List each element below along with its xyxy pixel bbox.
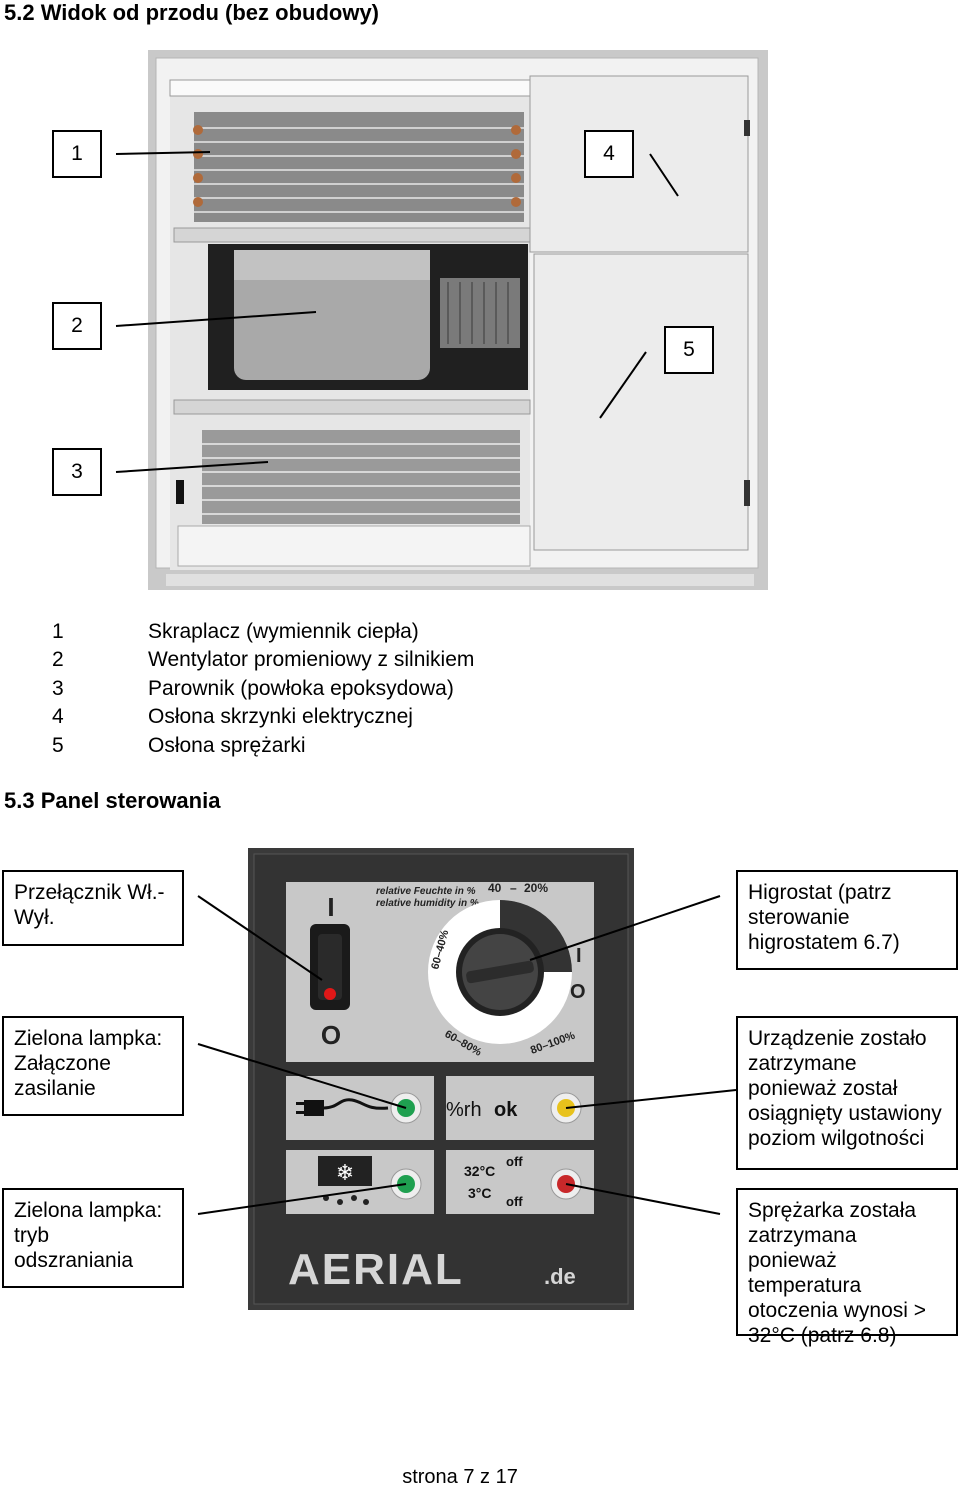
plug-icon: [296, 1098, 389, 1116]
legend-text: Parownik (powłoka epoksydowa): [148, 676, 454, 700]
legend-item: 3 Parownik (powłoka epoksydowa): [52, 675, 474, 703]
callout-humidity-lamp: Urządzenie zostało zatrzymane ponieważ z…: [736, 1016, 958, 1170]
humidity-label-de: relative Feuchte in %: [376, 886, 476, 897]
humidity-label-en: relative humidity in %: [376, 898, 479, 909]
marker-5: 5: [664, 326, 714, 374]
marker-3: 3: [52, 448, 102, 496]
legend-text: Wentylator promieniowy z silnikiem: [148, 648, 475, 672]
dial-dash: –: [510, 881, 517, 895]
marker-4: 4: [584, 130, 634, 178]
component-legend: 1 Skraplacz (wymiennik ciepła) 2 Wentylato…: [52, 618, 474, 760]
callout-defrost-lamp: Zielona lampka: tryb odszraniania: [2, 1188, 184, 1288]
legend-item: 1 Skraplacz (wymiennik ciepła): [52, 618, 474, 646]
svg-text:❄: ❄: [336, 1160, 354, 1185]
callout-compressor-lamp: Sprężarka została zatrzymana ponieważ te…: [736, 1188, 958, 1347]
marker-2: 2: [52, 302, 102, 350]
temp-high-off: off: [506, 1154, 523, 1169]
switch-off-symbol: O: [321, 1020, 341, 1050]
unit-front-photo: [148, 50, 768, 590]
legend-text: Osłona sprężarki: [148, 733, 306, 757]
section-title-control-panel: 5.3 Panel sterowania: [4, 788, 221, 813]
legend-number: 2: [52, 648, 64, 672]
legend-item: 2 Wentylator promieniowy z silnikiem: [52, 646, 474, 674]
brand-logo: AERIAL: [288, 1245, 464, 1294]
dial-off-symbol: O: [570, 981, 586, 1003]
temp-low: 3°C: [468, 1185, 492, 1201]
temp-high: 32°C: [464, 1163, 495, 1179]
panel-leader-lines: [197, 895, 737, 1215]
callout-hygrostat: Higrostat (patrz sterowanie higrostatem …: [736, 870, 958, 970]
legend-item: 5 Osłona sprężarki: [52, 732, 474, 760]
dial-40: 40: [488, 881, 502, 895]
legend-number: 1: [52, 620, 64, 643]
legend-number: 4: [52, 705, 64, 729]
temp-low-off: off: [506, 1194, 523, 1209]
page-number: strona 7 z 17: [402, 1466, 518, 1488]
front-leader-lines: [115, 151, 679, 473]
callout-power-lamp: Zielona lampka: Załączone zasilanie: [2, 1016, 184, 1116]
legend-text: Skraplacz (wymiennik ciepła): [148, 620, 419, 643]
callout-switch: Przełącznik Wł.-Wył.: [2, 870, 184, 946]
legend-number: 5: [52, 733, 64, 757]
section-title-front-view: 5.2 Widok od przodu (bez obudowy): [4, 0, 379, 25]
rh-label: %rh: [446, 1099, 482, 1121]
legend-number: 3: [52, 676, 64, 700]
legend-text: Osłona skrzynki elektrycznej: [148, 705, 413, 729]
snowflake-icon: ❄: [318, 1156, 372, 1205]
switch-on-symbol: I: [327, 892, 334, 922]
dial-on-symbol: I: [576, 945, 582, 967]
legend-item: 4 Osłona skrzynki elektrycznej: [52, 703, 474, 731]
brand-suffix: .de: [544, 1264, 576, 1289]
marker-1: 1: [52, 130, 102, 178]
dial-20: 20%: [524, 881, 548, 895]
ok-label: ok: [494, 1099, 518, 1121]
